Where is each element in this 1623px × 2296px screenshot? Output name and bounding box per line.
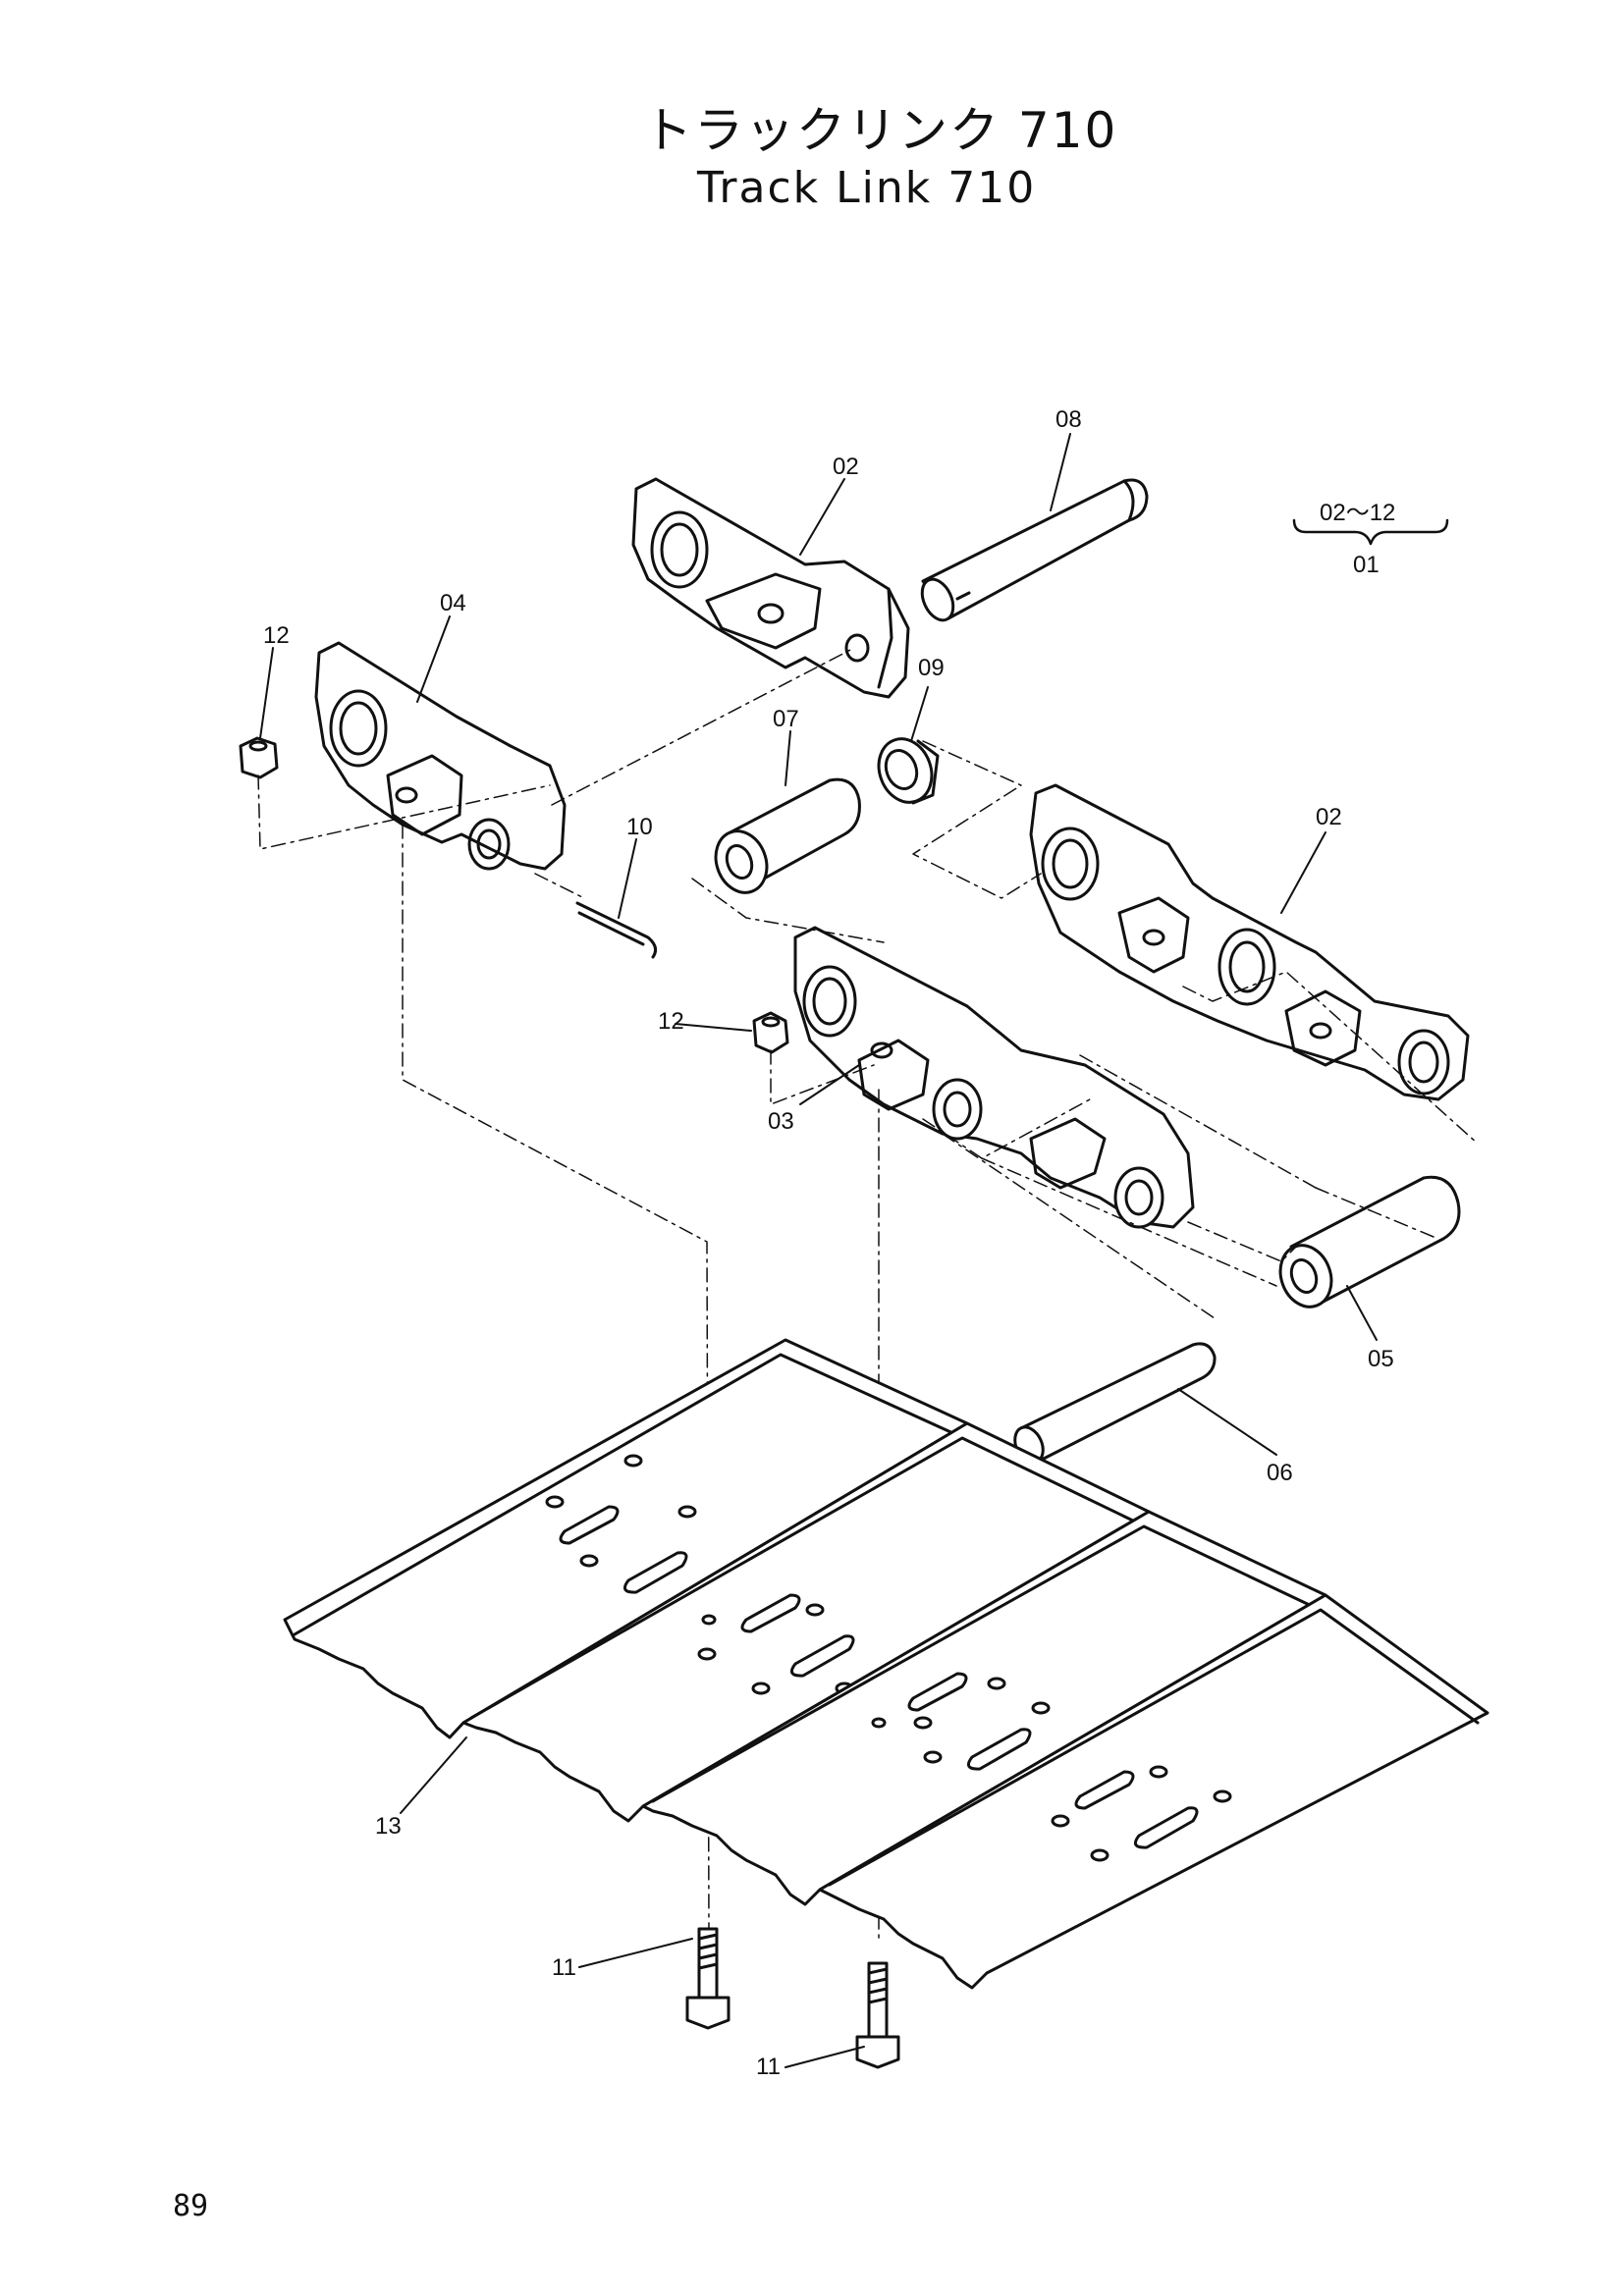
pin-08 xyxy=(920,478,1149,622)
link-02-right xyxy=(1029,783,1470,1101)
bolt-11-right xyxy=(855,1961,900,2069)
link-03 xyxy=(793,926,1195,1229)
callout-12-left: 12 xyxy=(263,622,290,649)
callout-02-upper: 02 xyxy=(833,454,859,480)
bushing-07 xyxy=(714,777,861,894)
nut-12-left xyxy=(239,736,279,779)
callout-08: 08 xyxy=(1055,406,1082,433)
assembly-brace xyxy=(1292,518,1449,546)
callout-05: 05 xyxy=(1368,1346,1394,1372)
pin-10 xyxy=(575,901,658,959)
link-02-upper xyxy=(631,477,910,699)
callout-labels: 08 02 04 12 09 07 10 02 12 03 05 06 13 1… xyxy=(263,406,1394,2080)
callout-11-right: 11 xyxy=(756,2054,781,2080)
link-04 xyxy=(314,641,567,871)
title-japanese: トラックリンク 710 xyxy=(643,102,1118,159)
nut-12-middle xyxy=(752,1011,789,1054)
leader-lines xyxy=(259,433,1378,2068)
callout-10: 10 xyxy=(626,814,653,840)
callout-03: 03 xyxy=(768,1108,794,1135)
callout-12-middle: 12 xyxy=(658,1008,684,1035)
assembly-range-label: 02～12 xyxy=(1320,500,1395,526)
callout-09: 09 xyxy=(918,655,945,681)
callout-11-left: 11 xyxy=(552,1954,576,1981)
assembly-label: 01 xyxy=(1353,552,1380,578)
callout-04: 04 xyxy=(440,590,466,616)
callout-13: 13 xyxy=(375,1813,402,1840)
track-shoes-13 xyxy=(283,1338,1489,1990)
page-number: 89 xyxy=(173,2189,209,2223)
assembly-note: 02～12 01 xyxy=(1292,500,1449,578)
callout-02-right: 02 xyxy=(1316,804,1342,830)
seal-09 xyxy=(877,737,940,805)
title-english: Track Link 710 xyxy=(697,163,1037,213)
pin-06 xyxy=(1013,1342,1217,1465)
bushing-05 xyxy=(1278,1175,1461,1308)
bolt-11-left xyxy=(685,1927,730,2030)
callout-06: 06 xyxy=(1267,1460,1293,1486)
callout-07: 07 xyxy=(773,706,799,732)
